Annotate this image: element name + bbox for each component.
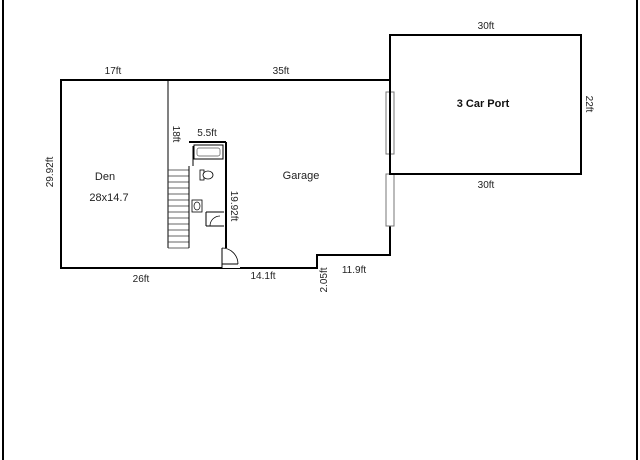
dim-den-bottom: 26ft (133, 274, 150, 285)
dim-step-height: 2.05ft (319, 267, 330, 292)
toilet-icon (199, 169, 214, 181)
dim-carport-right: 22ft (583, 96, 594, 113)
room-size-den: 28x14.7 (89, 192, 128, 204)
dim-carport-bottom: 30ft (478, 180, 495, 191)
dim-den-top: 17ft (105, 66, 122, 77)
closet-door-swing-icon (209, 215, 221, 227)
dim-garage-bottom: 14.1ft (250, 271, 275, 282)
dim-den-left: 29.92ft (45, 156, 56, 187)
dim-carport-top: 30ft (478, 21, 495, 32)
carport-outline (389, 34, 582, 175)
staircase (168, 166, 190, 249)
room-label-den: Den (95, 171, 115, 183)
dim-stair-height: 18ft (170, 126, 181, 143)
bathtub-icon (193, 144, 224, 160)
exterior-door-icon (221, 247, 240, 268)
sink-icon (191, 199, 203, 213)
room-label-garage: Garage (283, 170, 320, 182)
dim-garage-step-width: 11.9ft (342, 265, 366, 276)
room-label-carport: 3 Car Port (457, 98, 510, 110)
dim-bath-width: 5.5ft (197, 128, 217, 139)
garage-door-lower (385, 173, 395, 227)
dim-bath-height: 19.92ft (228, 191, 239, 222)
dim-garage-top: 35ft (273, 66, 290, 77)
bathroom (189, 141, 227, 248)
